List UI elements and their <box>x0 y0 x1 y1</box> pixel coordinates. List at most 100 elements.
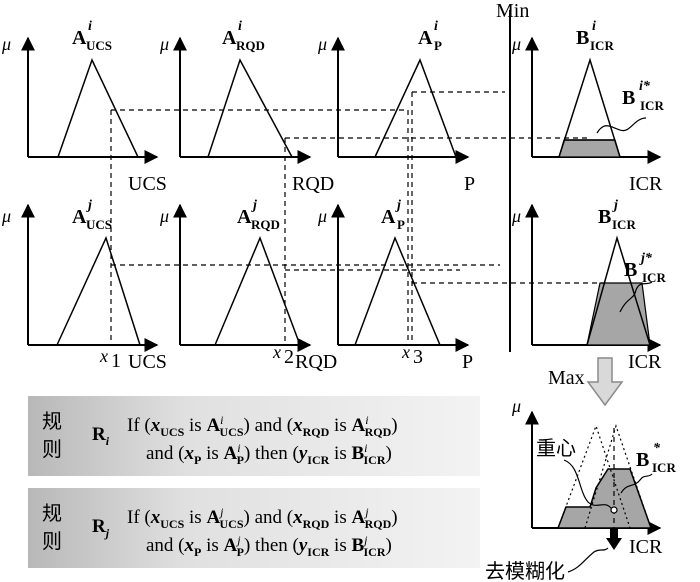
mu-label: μ <box>317 206 327 226</box>
set-b-icr-jstar: B <box>624 259 637 281</box>
min-label: Min <box>496 0 529 22</box>
axis-p-label: P <box>464 173 475 195</box>
set-a-p-i: A <box>418 27 433 49</box>
svg-text:Ri: Ri <box>92 424 110 448</box>
panel-a-ucs-i: μ A i UCS UCS <box>1 19 167 195</box>
leader-curve <box>596 117 647 134</box>
set-a-rqd-j: A <box>237 206 252 228</box>
mu-label: μ <box>511 206 521 226</box>
set-a-ucs-i: A <box>72 27 87 49</box>
svg-text:j: j <box>251 198 257 213</box>
leader-curve <box>619 281 653 313</box>
axis-rqd-label: RQD <box>292 173 334 195</box>
panel-a-rqd-j: μ A j RQD RQD x 2 <box>159 198 337 373</box>
svg-text:*: * <box>653 441 661 456</box>
svg-text:1: 1 <box>111 350 121 372</box>
svg-text:3: 3 <box>413 346 423 368</box>
svg-text:ICR: ICR <box>640 98 664 113</box>
dashed-guides <box>110 91 605 345</box>
axis-ucs-label: UCS <box>128 173 167 195</box>
set-a-ucs-j: A <box>72 206 87 228</box>
max-arrow: Max <box>548 357 624 407</box>
svg-text:P: P <box>434 38 442 53</box>
svg-text:规: 规 <box>42 501 62 525</box>
leader-curve <box>563 459 612 509</box>
clipped-output-area <box>558 139 621 158</box>
svg-text:则: 则 <box>42 529 62 553</box>
mu-label: μ <box>1 34 11 54</box>
dotted-triangle-i <box>557 424 631 529</box>
panel-b-icr-i: μ B i ICR ICR B i* ICR <box>511 19 664 195</box>
mu-label: μ <box>511 34 521 54</box>
svg-text:2: 2 <box>284 346 294 368</box>
mu-label: μ <box>159 206 169 226</box>
svg-text:i: i <box>88 19 92 34</box>
panel-b-icr-j: μ B j ICR ICR B j* ICR <box>511 198 666 373</box>
input-x2: x <box>272 342 281 362</box>
svg-text:P: P <box>397 217 405 232</box>
svg-text:ICR: ICR <box>652 460 676 475</box>
membership-triangle <box>374 58 457 158</box>
membership-triangle <box>207 58 293 158</box>
panel-a-p-i: μ A i P P <box>317 19 475 195</box>
mu-label: μ <box>511 396 521 416</box>
svg-text:RQD: RQD <box>251 217 280 232</box>
set-b-icr-star: B <box>636 449 649 471</box>
svg-text:Rj: Rj <box>92 516 110 540</box>
svg-text:规: 规 <box>42 409 62 433</box>
set-a-rqd-i: A <box>222 27 237 49</box>
membership-triangle <box>586 235 651 346</box>
svg-text:i: i <box>434 19 438 34</box>
centroid-label: 重心 <box>536 436 576 460</box>
svg-text:ICR: ICR <box>612 217 636 232</box>
aggregated-area <box>556 468 653 529</box>
panel-a-p-j: μ A j P P x 3 <box>317 198 473 373</box>
panel-aggregate-output: μ 重心 B * ICR ICR 去模糊化 <box>485 396 676 582</box>
set-b-icr-i: B <box>576 27 589 49</box>
axis-icr-label: ICR <box>629 173 663 195</box>
centroid-pointer <box>606 528 622 550</box>
defuzzify-label: 去模糊化 <box>485 559 565 582</box>
panel-a-ucs-j: μ A j UCS UCS x 1 <box>1 198 167 373</box>
axis-rqd-label: RQD <box>295 351 337 373</box>
set-a-p-j: A <box>381 206 396 228</box>
svg-text:RQD: RQD <box>236 38 265 53</box>
svg-text:ICR: ICR <box>590 38 614 53</box>
axis-p-label: P <box>462 351 473 373</box>
set-b-icr-istar: B <box>622 87 635 109</box>
set-b-icr-j: B <box>598 206 611 228</box>
svg-text:则: 则 <box>42 437 62 461</box>
dotted-triangle-j <box>584 424 652 529</box>
mu-label: μ <box>1 206 11 226</box>
input-x1: x <box>99 346 108 366</box>
svg-text:j: j <box>395 198 401 213</box>
membership-triangle <box>354 235 441 346</box>
mu-label: μ <box>159 34 169 54</box>
svg-text:j*: j* <box>639 251 653 266</box>
membership-triangle <box>56 235 141 346</box>
svg-text:ICR: ICR <box>642 270 666 285</box>
membership-triangle <box>57 58 139 158</box>
svg-text:i*: i* <box>639 79 651 94</box>
axis-ucs-label: UCS <box>128 351 167 373</box>
leader-curve <box>620 473 653 494</box>
centroid-marker <box>610 506 618 514</box>
svg-text:UCS: UCS <box>86 217 112 232</box>
svg-text:i: i <box>592 19 596 34</box>
leader-curve <box>567 547 609 573</box>
membership-triangle <box>214 235 301 346</box>
panel-a-rqd-i: μ A i RQD RQD <box>159 19 334 195</box>
membership-triangle <box>558 57 621 158</box>
input-x3: x <box>401 342 410 362</box>
clipped-output-area <box>586 282 651 346</box>
svg-text:UCS: UCS <box>86 38 112 53</box>
axis-icr-label: ICR <box>628 351 662 373</box>
max-label: Max <box>548 367 585 389</box>
svg-text:i: i <box>238 19 242 34</box>
axis-icr-label: ICR <box>629 536 663 558</box>
